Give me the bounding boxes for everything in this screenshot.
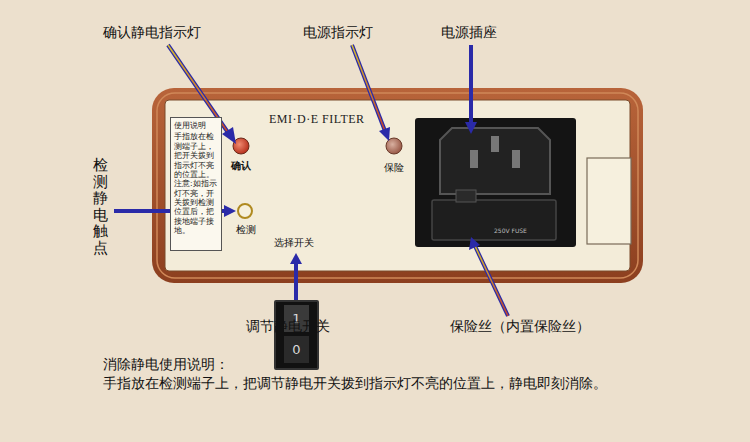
note-heading: 消除静电使用说明： — [103, 356, 229, 373]
socket-body — [415, 118, 576, 247]
fuse-drawer — [432, 200, 556, 240]
arrow-head — [465, 122, 477, 134]
blank-plate — [587, 158, 631, 244]
callout-label: 调节静电开关 — [246, 318, 330, 335]
instruction-text: 手指放在检测端子上，把开关拨到指示灯不亮的位置上。注意:如指示灯不亮，开关拨到检… — [174, 132, 218, 235]
callout-label: 电源插座 — [441, 24, 497, 41]
pin — [491, 136, 499, 152]
panel-marking: 选择开关 — [274, 237, 314, 249]
arrow-head — [290, 253, 302, 264]
iec-inlet — [440, 128, 550, 194]
arrow-head — [469, 237, 480, 250]
leader-line — [475, 246, 508, 316]
frame-highlight — [157, 93, 638, 278]
arrow-head — [379, 127, 390, 141]
panel-marking: 检测 — [236, 224, 256, 236]
switch-digit: 0 — [284, 336, 309, 363]
instruction-heading: 使用说明 — [174, 121, 218, 130]
confirm-led — [233, 138, 249, 154]
fuse-tab — [456, 190, 476, 202]
pin — [512, 150, 520, 168]
housing-frame — [152, 88, 643, 283]
leader-line — [475, 246, 508, 316]
panel-marking: 确认 — [231, 160, 251, 172]
filter-panel: EMI·D·E FILTER 使用说明手指放在检测端子上，把开关拨到指示灯不亮的位… — [152, 88, 643, 283]
fuse-marking: 250V FUSE — [494, 227, 527, 234]
leader-line — [469, 45, 473, 124]
note-text: 手指放在检测端子上，把调节静电开关拨到指示灯不亮的位置上，静电即刻消除。 — [103, 375, 607, 392]
pin — [470, 150, 478, 168]
leader-line — [470, 45, 472, 124]
instruction-box: 使用说明手指放在检测端子上，把开关拨到指示灯不亮的位置上。注意:如指示灯不亮，开… — [170, 117, 222, 251]
callout-label: 电源指示灯 — [303, 24, 373, 41]
front-plate — [165, 100, 630, 271]
callout-label: 保险丝（内置保险丝） — [450, 318, 590, 335]
model-name: EMI·D·E FILTER — [269, 112, 365, 127]
detect-contact — [238, 204, 252, 218]
leader-lines — [114, 45, 508, 316]
panel-marking: 保险 — [384, 162, 404, 174]
callout-label: 确认静电指示灯 — [103, 24, 201, 41]
arrow-head — [222, 127, 236, 144]
callout-label: 检测静电触点 — [93, 157, 108, 256]
rocker-switch: 10 — [274, 300, 319, 370]
arrow-head — [224, 205, 236, 217]
